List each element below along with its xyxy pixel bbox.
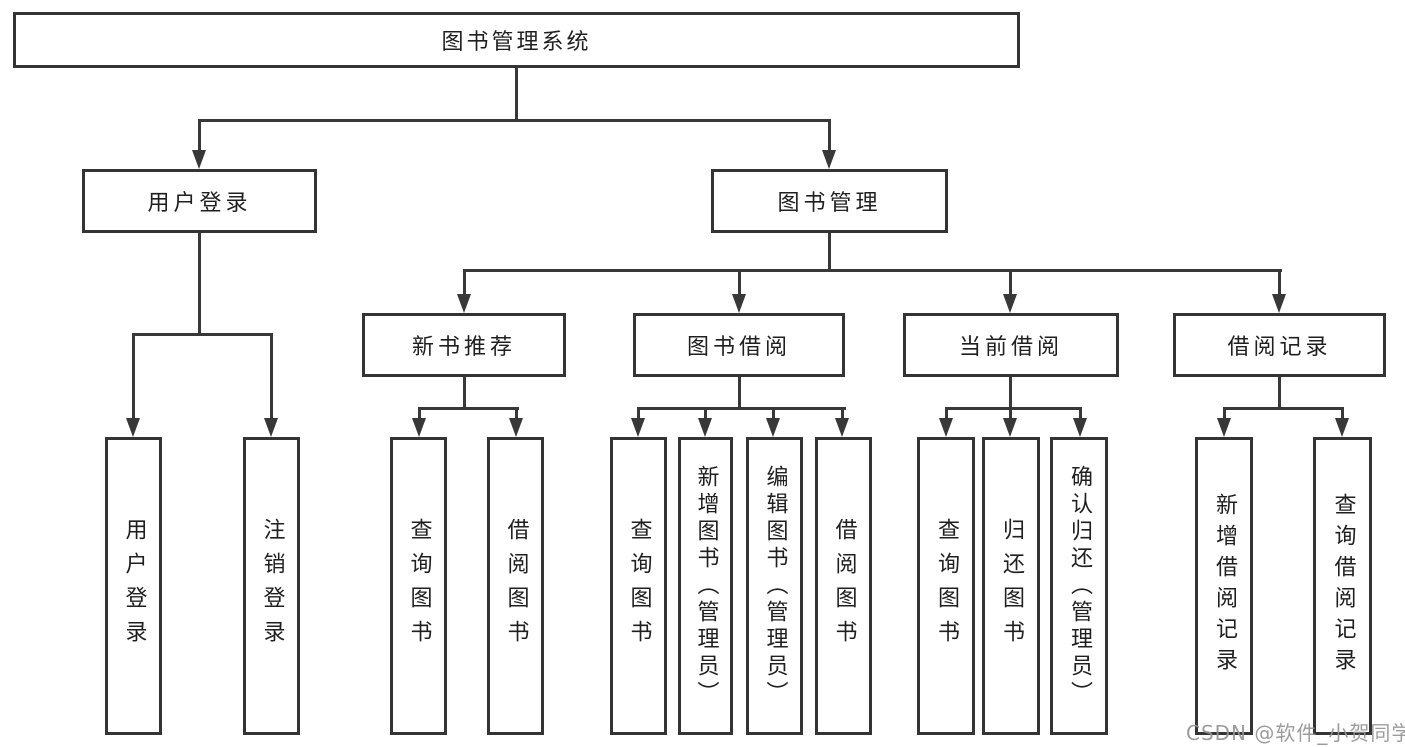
connector-current-borrowing-rail [945, 407, 1082, 410]
node-borrowing-records-label: 借阅记录 [1227, 335, 1332, 360]
arrow-down-icon [1003, 418, 1017, 437]
connector-drop [704, 409, 707, 420]
connector-user-login-rail [132, 333, 273, 336]
arrow-down-icon [1335, 418, 1349, 437]
connector-drop-user-login [198, 121, 201, 151]
connector-drop-new-book [463, 271, 466, 294]
leaf-query-book-current: 查询图书 [917, 437, 975, 735]
arrow-down-icon [509, 418, 523, 437]
connector-drop [945, 409, 948, 420]
arrow-down-icon [835, 418, 849, 437]
connector-drop [772, 409, 775, 420]
connector-root-rail [198, 119, 831, 122]
connector-new-book-stem [463, 377, 466, 409]
leaf-add-book-admin: 新增图书（管理员） [678, 437, 733, 735]
node-book-management: 图书管理 [711, 169, 948, 233]
arrow-down-icon [631, 418, 645, 437]
leaf-user-login: 用户登录 [105, 437, 162, 735]
leaf-user-login-label: 用户登录 [121, 518, 147, 654]
connector-drop-book-management [828, 121, 831, 151]
leaf-add-borrow-record: 新增借阅记录 [1195, 437, 1253, 735]
leaf-query-book-borrowing-label: 查询图书 [626, 518, 652, 654]
leaf-query-borrow-record: 查询借阅记录 [1313, 437, 1372, 735]
node-new-book-recommend-label: 新书推荐 [411, 335, 516, 360]
connector-drop [1341, 409, 1344, 420]
arrow-down-icon [264, 418, 278, 437]
arrow-down-icon [822, 150, 836, 169]
leaf-add-book-admin-label: 新增图书（管理员） [693, 464, 719, 708]
node-new-book-recommend: 新书推荐 [362, 313, 566, 377]
arrow-down-icon [939, 418, 953, 437]
connector-drop [1009, 409, 1012, 420]
arrow-down-icon [1003, 294, 1017, 313]
node-current-borrowing-label: 当前借阅 [958, 335, 1063, 360]
connector-drop-book-borrowing [738, 271, 741, 294]
node-book-management-label: 图书管理 [777, 191, 882, 216]
node-root-label: 图书管理系统 [441, 30, 592, 55]
leaf-borrow-book-recommend: 借阅图书 [487, 437, 544, 735]
node-user-login: 用户登录 [82, 169, 317, 233]
arrow-down-icon [126, 418, 140, 437]
leaf-query-book-borrowing: 查询图书 [610, 437, 667, 735]
node-book-borrowing-label: 图书借阅 [686, 335, 791, 360]
leaf-confirm-return-admin: 确认归还（管理员） [1050, 437, 1108, 735]
node-borrowing-records: 借阅记录 [1173, 313, 1386, 377]
connector-book-management-stem [828, 233, 831, 271]
leaf-logout: 注销登录 [243, 437, 300, 735]
leaf-borrow-book-borrowing: 借阅图书 [815, 437, 872, 735]
node-root-system: 图书管理系统 [13, 12, 1020, 68]
connector-book-borrowing-rail [637, 407, 846, 410]
leaf-edit-book-admin: 编辑图书（管理员） [746, 437, 803, 735]
connector-root-stem [515, 68, 518, 121]
connector-drop [515, 409, 518, 420]
node-current-borrowing: 当前借阅 [903, 313, 1119, 377]
leaf-confirm-return-admin-label: 确认归还（管理员） [1067, 464, 1092, 708]
connector-new-book-rail [418, 407, 519, 410]
node-user-login-label: 用户登录 [147, 191, 252, 216]
connector-drop [841, 409, 844, 420]
leaf-add-borrow-record-label: 新增借阅记录 [1212, 493, 1237, 679]
connector-borrowing-records-rail [1223, 407, 1344, 410]
leaf-logout-label: 注销登录 [259, 518, 285, 654]
leaf-return-book: 归还图书 [982, 437, 1040, 735]
connector-drop [418, 409, 421, 420]
arrow-down-icon [698, 418, 712, 437]
leaf-query-borrow-record-label: 查询借阅记录 [1330, 493, 1356, 679]
leaf-query-book-recommend-label: 查询图书 [406, 518, 432, 654]
connector-drop-borrowing-records [1278, 271, 1281, 294]
connector-user-login-stem [198, 233, 201, 335]
connector-current-borrowing-stem [1009, 377, 1012, 409]
connector-drop-current-borrowing [1009, 271, 1012, 294]
leaf-return-book-label: 归还图书 [999, 518, 1024, 654]
leaf-query-book-recommend: 查询图书 [390, 437, 447, 735]
arrow-down-icon [192, 150, 206, 169]
connector-book-borrowing-stem [738, 377, 741, 409]
connector-book-management-rail [463, 269, 1282, 272]
arrow-down-icon [732, 294, 746, 313]
arrow-down-icon [412, 418, 426, 437]
leaf-borrow-book-borrowing-label: 借阅图书 [831, 518, 857, 654]
node-book-borrowing: 图书借阅 [633, 313, 845, 377]
arrow-down-icon [1272, 294, 1286, 313]
arrow-down-icon [1217, 418, 1231, 437]
arrow-down-icon [457, 294, 471, 313]
connector-drop [637, 409, 640, 420]
connector-drop-leaf-user-login [132, 335, 135, 419]
leaf-borrow-book-recommend-label: 借阅图书 [503, 518, 529, 654]
arrow-down-icon [1073, 418, 1087, 437]
arrow-down-icon [766, 418, 780, 437]
connector-drop [1223, 409, 1226, 420]
connector-borrowing-records-stem [1278, 377, 1281, 409]
leaf-edit-book-admin-label: 编辑图书（管理员） [762, 464, 788, 708]
connector-drop-leaf-logout [270, 335, 273, 419]
csdn-watermark: CSDN @软件_小贺同学 [1186, 721, 1405, 745]
leaf-query-book-current-label: 查询图书 [934, 518, 959, 654]
connector-drop [1079, 409, 1082, 420]
